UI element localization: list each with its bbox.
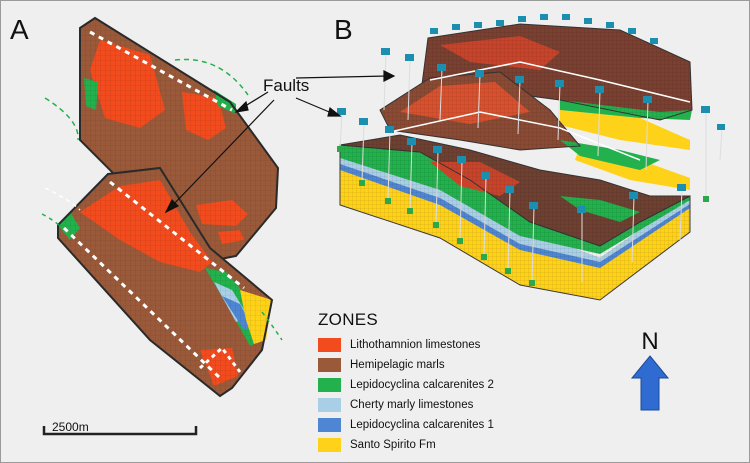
legend-item: Lithothamnion limestones xyxy=(318,336,494,353)
legend-swatch xyxy=(318,397,341,412)
back-wells xyxy=(430,14,658,44)
back-block-yellow xyxy=(560,110,690,150)
legend-swatch xyxy=(318,437,341,452)
front-wells xyxy=(337,108,686,286)
panel-b-3d-model xyxy=(337,14,725,301)
panel-b-label: B xyxy=(334,14,353,45)
middle-block-green xyxy=(560,140,660,170)
fault-traces-panel-a xyxy=(41,30,283,380)
legend-label: Lepidocyclina calcarenites 2 xyxy=(350,378,494,391)
legend-item: Hemipelagic marls xyxy=(318,356,494,373)
legend-swatch xyxy=(318,417,341,432)
panel-a-label: A xyxy=(10,14,29,45)
panel-a-map xyxy=(41,16,283,398)
legend-label: Cherty marly limestones xyxy=(350,398,474,411)
legend-swatch xyxy=(318,357,341,372)
legend-label: Lithothamnion limestones xyxy=(350,338,481,351)
legend-label: Santo Spirito Fm xyxy=(350,438,436,451)
faults-annotation: Faults xyxy=(263,76,310,95)
scale-bar-label: 2500m xyxy=(52,420,89,434)
legend-swatch xyxy=(318,377,341,392)
wells-group xyxy=(337,14,725,286)
north-label: N xyxy=(641,328,659,355)
legend-label: Lepidocyclina calcarenites 1 xyxy=(350,418,494,431)
legend-swatch xyxy=(318,337,341,352)
legend-item: Lepidocyclina calcarenites 1 xyxy=(318,416,494,433)
legend-title: ZONES xyxy=(318,310,379,329)
zones-legend: ZONES Lithothamnion limestones Hemipelag… xyxy=(318,310,494,456)
fault-arrows xyxy=(164,70,396,214)
middle-wells xyxy=(381,48,725,202)
legend-item: Lepidocyclina calcarenites 2 xyxy=(318,376,494,393)
scale-bar xyxy=(42,426,198,436)
legend-item: Santo Spirito Fm xyxy=(318,436,494,453)
legend-label: Hemipelagic marls xyxy=(350,358,445,371)
north-arrow xyxy=(630,355,670,411)
legend-item: Cherty marly limestones xyxy=(318,396,494,413)
